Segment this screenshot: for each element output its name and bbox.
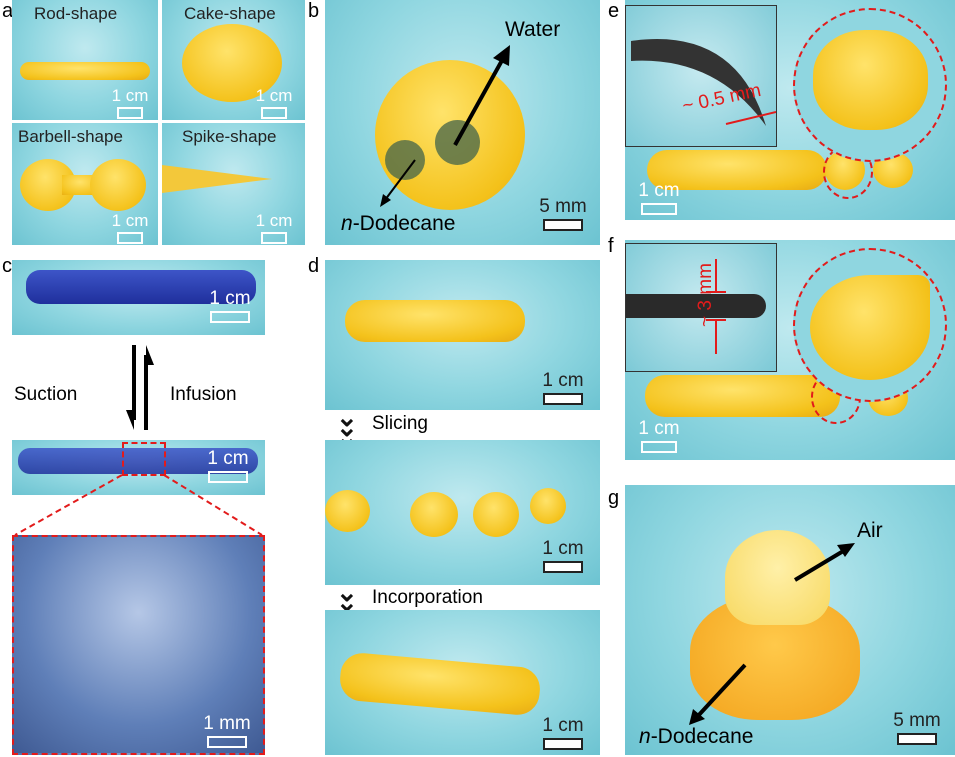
photo-barbell-shape: Barbell-shape 1 cm <box>12 123 158 245</box>
panel-label-e: e <box>608 0 620 22</box>
photo-cut-with-rod: ~ 3 mm 1 cm <box>625 240 955 460</box>
scale-bar: 1 cm <box>535 715 591 750</box>
scale-bar: 1 cm <box>250 211 298 244</box>
scale-bar: 1 cm <box>631 418 687 453</box>
scale-bar: 1 cm <box>250 86 298 119</box>
scale-bar: 5 mm <box>535 196 591 231</box>
scale-bar: 1 cm <box>631 180 687 215</box>
scale-bar: 1 mm <box>199 713 255 748</box>
scale-bar: 1 cm <box>202 288 258 323</box>
scale-bar: 1 cm <box>535 370 591 405</box>
photo-cut-with-tweezers: ~ 0.5 mm 1 cm <box>625 0 955 220</box>
photo-rod-shape: Rod-shape 1 cm <box>12 0 158 120</box>
panel-label-c: c <box>2 255 12 277</box>
panel-label-d: d <box>308 255 320 277</box>
panel-label-f: f <box>608 235 614 257</box>
label-water: Water <box>505 18 561 41</box>
reversible-arrows <box>126 345 154 430</box>
label-air: Air <box>857 519 883 542</box>
scale-bar: 1 cm <box>200 448 256 483</box>
arrows <box>689 543 855 725</box>
label-dodecane: n-Dodecane <box>639 725 754 748</box>
photo-cake-shape: Cake-shape 1 cm <box>162 0 305 120</box>
label-infusion: Infusion <box>170 384 237 405</box>
photo-spike-shape: Spike-shape 1 cm <box>162 123 305 245</box>
panel-label-a: a <box>2 0 14 22</box>
magnified-circle <box>793 248 947 402</box>
magnified-circle <box>793 8 947 162</box>
panel-label-b: b <box>308 0 320 22</box>
inset-tweezer-tip: ~ 0.5 mm <box>625 5 777 147</box>
label-dodecane: n-Dodecane <box>341 212 456 235</box>
caption: Barbell-shape <box>18 127 123 146</box>
scale-bar: 1 cm <box>106 86 154 119</box>
photo-blue-rod-sliced: 1 cm <box>12 440 265 495</box>
zoom-lines <box>14 474 263 536</box>
scale-bar: 1 cm <box>535 538 591 573</box>
scale-bar: 1 cm <box>106 211 154 244</box>
photo-zoomed-slice: 1 mm <box>12 535 265 755</box>
caption: Spike-shape <box>182 127 277 146</box>
scale-bar: 5 mm <box>887 710 947 745</box>
photo-rod-after: 1 cm <box>325 610 600 755</box>
caption: Rod-shape <box>34 4 118 23</box>
photo-droplet-water-dodecane: Water n-Dodecane 5 mm <box>325 0 600 245</box>
panel-label-g: g <box>608 487 620 509</box>
caption: Cake-shape <box>184 4 276 23</box>
photo-sliced-pieces: 1 cm <box>325 440 600 585</box>
label-slicing: Slicing <box>372 413 428 434</box>
arrows <box>380 45 510 207</box>
label-suction: Suction <box>14 384 78 405</box>
photo-blue-rod: 1 cm <box>12 260 265 335</box>
chevrons-down-icon: ⌄⌄⌄ <box>336 402 358 452</box>
label-incorporation: Incorporation <box>372 587 483 608</box>
photo-droplet-air-dodecane: Air n-Dodecane 5 mm <box>625 485 955 755</box>
inset-rod-tip: ~ 3 mm <box>625 243 777 372</box>
photo-rod-before: 1 cm <box>325 260 600 410</box>
